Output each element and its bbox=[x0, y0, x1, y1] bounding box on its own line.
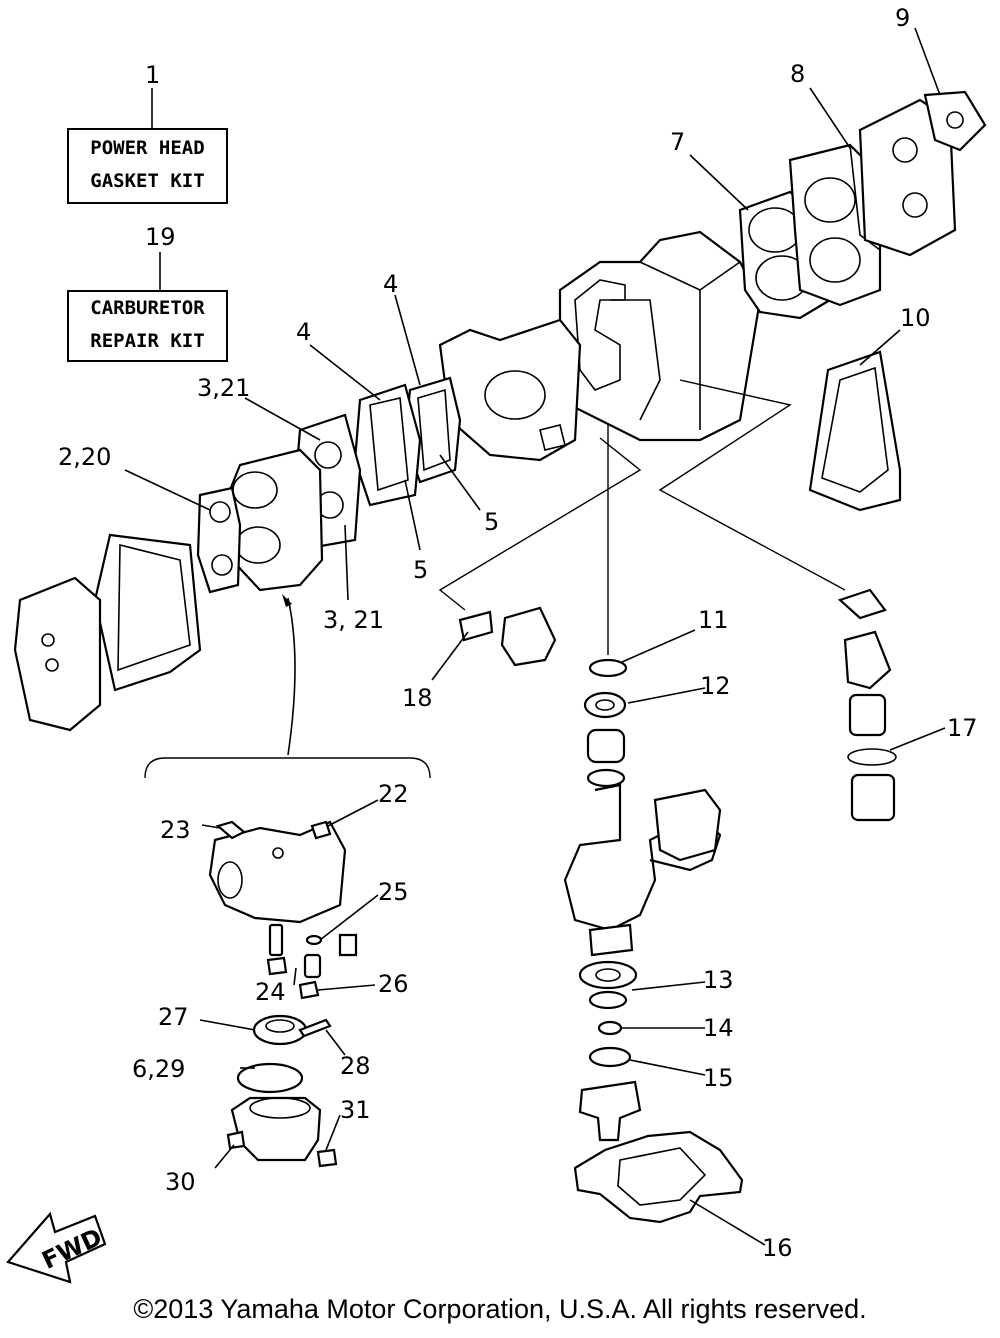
callout-13: 13 bbox=[703, 966, 734, 994]
callout-3-21a: 3,21 bbox=[197, 374, 250, 402]
callout-5b: 5 bbox=[413, 556, 428, 584]
gasket-6-29 bbox=[236, 1062, 304, 1094]
callout-28: 28 bbox=[340, 1052, 371, 1080]
callout-8: 8 bbox=[790, 60, 805, 88]
callout-14: 14 bbox=[703, 1014, 734, 1042]
callout-5a: 5 bbox=[484, 508, 499, 536]
kit-19-line2: REPAIR KIT bbox=[90, 330, 205, 352]
intake-silencer-cover bbox=[13, 576, 102, 732]
crankshaft bbox=[563, 783, 722, 957]
intake-manifold bbox=[438, 318, 582, 462]
exhaust-cover-gasket bbox=[808, 350, 902, 512]
callout-19: 19 bbox=[145, 223, 176, 251]
carburetor-repair-kit-box: CARBURETOR REPAIR KIT bbox=[67, 290, 228, 362]
callout-27: 27 bbox=[158, 1003, 189, 1031]
bearing-upper bbox=[586, 728, 626, 788]
fwd-arrow: FWD bbox=[6, 1211, 106, 1284]
callout-26: 26 bbox=[378, 970, 409, 998]
callout-2-20: 2,20 bbox=[58, 443, 111, 471]
callout-4b: 4 bbox=[383, 270, 398, 298]
intake-silencer-plate bbox=[93, 533, 202, 692]
assembly-lines bbox=[438, 379, 846, 655]
washer-14 bbox=[597, 1020, 623, 1036]
power-head-gasket-kit-box: POWER HEAD GASKET KIT bbox=[67, 128, 228, 204]
screw-31 bbox=[316, 1148, 338, 1168]
callout-15: 15 bbox=[703, 1064, 734, 1092]
oil-seal-11 bbox=[588, 658, 628, 678]
clip-26 bbox=[298, 980, 320, 1000]
callout-6-29: 6,29 bbox=[132, 1055, 185, 1083]
callout-25: 25 bbox=[378, 878, 409, 906]
kit-19-line1: CARBURETOR bbox=[90, 297, 205, 319]
kit-1-line2: GASKET KIT bbox=[90, 170, 205, 192]
callout-11: 11 bbox=[698, 606, 729, 634]
carburetor-body bbox=[226, 448, 324, 592]
bearing-12 bbox=[583, 691, 627, 719]
crankcase-block bbox=[558, 230, 762, 442]
callout-22: 22 bbox=[378, 780, 409, 808]
pilot-screw-23 bbox=[215, 820, 246, 840]
lower-gasket-16 bbox=[573, 1130, 744, 1224]
plug-22 bbox=[310, 820, 332, 840]
float-27 bbox=[252, 1014, 308, 1046]
oil-seal-housing bbox=[578, 1080, 642, 1142]
callout-17: 17 bbox=[947, 714, 978, 742]
fuel-pump bbox=[458, 606, 557, 667]
callout-9: 9 bbox=[895, 4, 910, 32]
leader-lines bbox=[124, 27, 946, 1246]
main-jet-24 bbox=[266, 923, 288, 976]
carburetor-gasket bbox=[196, 486, 242, 594]
callout-16: 16 bbox=[762, 1234, 793, 1262]
carb-detail-body bbox=[208, 820, 347, 924]
fuel-filter bbox=[837, 588, 897, 822]
callout-12: 12 bbox=[700, 672, 731, 700]
carb-detail-bracket bbox=[144, 757, 431, 779]
callout-24: 24 bbox=[255, 978, 286, 1006]
callout-23: 23 bbox=[160, 816, 191, 844]
callout-4a: 4 bbox=[296, 318, 311, 346]
pin-28 bbox=[298, 1018, 332, 1038]
callout-7: 7 bbox=[670, 128, 685, 156]
callout-18: 18 bbox=[402, 684, 433, 712]
needle-valve-25 bbox=[303, 933, 358, 979]
float-chamber bbox=[230, 1096, 322, 1162]
callout-30: 30 bbox=[165, 1168, 196, 1196]
callout-31: 31 bbox=[340, 1096, 371, 1124]
callout-3-21b: 3, 21 bbox=[323, 606, 384, 634]
reed-valve-plate bbox=[353, 383, 422, 507]
drain-screw-30 bbox=[226, 1130, 246, 1150]
copyright-notice: ©2013 Yamaha Motor Corporation, U.S.A. A… bbox=[133, 1294, 867, 1324]
cylinder-head bbox=[788, 143, 882, 307]
callout-1: 1 bbox=[145, 61, 160, 89]
kit-1-line1: POWER HEAD bbox=[90, 137, 205, 159]
callout-numbers: 2,20 3,21 3, 21 4 4 5 5 6,29 7 8 9 10 11… bbox=[58, 4, 978, 1262]
oring-15 bbox=[588, 1046, 632, 1068]
head-cover bbox=[858, 90, 987, 257]
bearing-13 bbox=[578, 960, 638, 1010]
callout-10: 10 bbox=[900, 304, 931, 332]
